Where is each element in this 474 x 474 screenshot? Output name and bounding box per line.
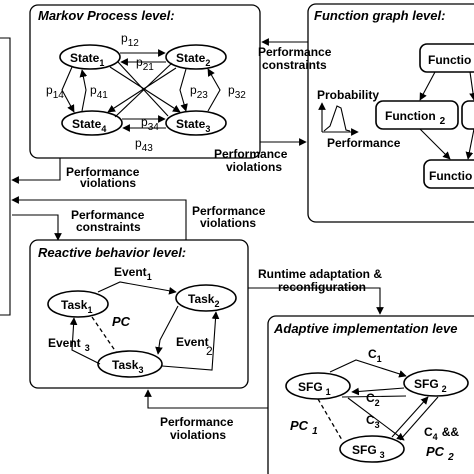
runtime-label-1: Runtime adaptation & (258, 267, 382, 281)
performance-label: Performance (327, 136, 401, 150)
reactive-panel (29, 239, 249, 389)
markov-edges (61, 49, 221, 132)
perf-violations-mid-1: Performance (214, 147, 288, 161)
task-2-node: Task2 (175, 284, 237, 312)
state-4-node: State4 (61, 110, 123, 136)
perf-constraints-left-2: constraints (76, 220, 141, 234)
state-4-sub: 4 (101, 124, 106, 134)
state-2-sub: 2 (205, 58, 210, 68)
adaptive-title: Adaptive implementation leve (273, 321, 458, 336)
probability-label: Probability (317, 88, 379, 102)
state-3-sub: 3 (205, 124, 210, 134)
event-2-label: Event (176, 335, 209, 349)
svg-text:State4: State4 (72, 117, 106, 134)
event-2-sub: 2 (206, 344, 213, 358)
probability-plot: Probability Performance (317, 88, 401, 150)
perf-constraints-left-1: Performance (71, 208, 145, 222)
adaptive-edges (317, 359, 439, 441)
function-node-side (461, 100, 474, 130)
left-panel-edge (0, 37, 11, 316)
perf-violations-center-1: Performance (192, 204, 266, 218)
perf-constraints-top-1: Performance (258, 45, 332, 59)
pc-label: PC (112, 314, 131, 329)
svg-text:Task2: Task2 (188, 292, 219, 309)
state-3-label: State (176, 117, 206, 131)
arrow-violations-left (11, 158, 61, 184)
function-node-a: Functio (419, 43, 474, 73)
perf-violations-left-2: violations (80, 176, 136, 190)
arrow-constraints-left (12, 214, 62, 241)
task-1-node: Task1 (47, 290, 109, 318)
runtime-label-2: reconfiguration (278, 280, 366, 294)
reactive-edges (69, 281, 220, 371)
state-3-node: State3 (165, 110, 227, 136)
cond-c1: C1 (368, 347, 382, 364)
adaptive-panel (267, 315, 474, 474)
arrow-violations-center (11, 196, 187, 240)
svg-text:Functio: Functio (429, 169, 472, 183)
event-1-label: Event1 (114, 265, 152, 282)
perf-violations-mid-2: violations (226, 160, 282, 174)
svg-text:Task3: Task3 (112, 358, 143, 375)
markov-panel (29, 4, 261, 159)
cond-c3: C3 (366, 413, 380, 430)
state-4-label: State (72, 117, 102, 131)
perf-violations-bottom-2: violations (170, 428, 226, 442)
function-graph-title: Function graph level: (314, 8, 445, 23)
perf-constraints-top-2: constraints (262, 58, 327, 72)
svg-text:State3: State3 (176, 117, 210, 134)
svg-text:State2: State2 (176, 51, 210, 68)
perf-violations-center-2: violations (200, 216, 256, 230)
state-1-node: State1 (59, 44, 121, 70)
state-2-node: State2 (165, 44, 227, 70)
svg-text:State1: State1 (70, 51, 104, 68)
task-3-node: Task3 (97, 350, 163, 378)
state-1-label: State (70, 51, 100, 65)
perf-violations-left-1: Performance (66, 165, 140, 179)
arrow-runtime (248, 287, 384, 315)
state-1-sub: 1 (99, 58, 104, 68)
svg-text:Functio: Functio (428, 53, 471, 67)
function-edges (419, 71, 474, 160)
function-node-c: Functio (423, 159, 474, 189)
cond-c4: C4&& (424, 425, 459, 442)
cond-c2: C2 (366, 391, 380, 408)
perf-violations-bottom-1: Performance (160, 415, 234, 429)
markov-title: Markov Process level: (38, 8, 175, 23)
reactive-title: Reactive behavior level: (38, 245, 186, 260)
state-2-label: State (176, 51, 206, 65)
arrow-violations-bottom (144, 389, 268, 409)
svg-text:Task1: Task1 (61, 298, 92, 315)
